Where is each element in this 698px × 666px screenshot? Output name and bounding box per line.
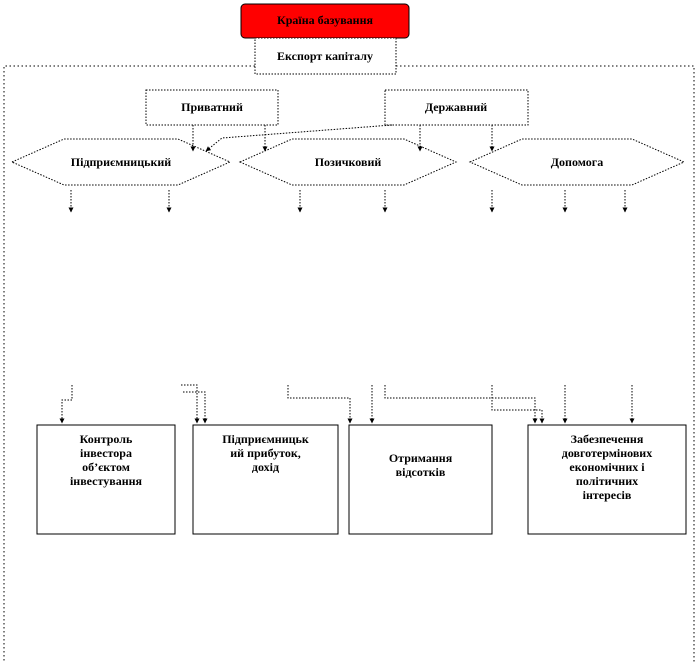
source-state-label: Державний bbox=[425, 100, 487, 114]
goal-strategic-line: інтересів bbox=[582, 488, 632, 502]
goal-control-text: Контроль інвестора об’єктом інвестування bbox=[37, 432, 175, 488]
goal-control-line: інвестора bbox=[80, 446, 132, 460]
form-entrepreneurial-hex bbox=[10, 138, 232, 186]
source-arrows bbox=[190, 124, 495, 152]
goal-strategic-line: Забезпечення bbox=[570, 432, 644, 446]
goal-interest-line: Отримання bbox=[388, 451, 453, 465]
goal-interest-box bbox=[348, 424, 493, 535]
goal-control-box bbox=[36, 424, 176, 535]
form-aid-label: Допомога bbox=[551, 155, 603, 169]
goal-interest-text: Отримання відсотків bbox=[349, 451, 492, 479]
form-down-arrows bbox=[68, 190, 628, 213]
goal-control-line: Контроль bbox=[79, 432, 133, 446]
goal-profit-text: Підприємницьк ий прибуток, дохід bbox=[193, 432, 338, 474]
goal-interest-line: відсотків bbox=[395, 465, 446, 479]
export-box bbox=[254, 37, 397, 75]
goal-profit-box bbox=[192, 424, 339, 535]
form-aid-hex bbox=[468, 138, 686, 186]
goal-arrows bbox=[59, 384, 635, 424]
country-label: Країна базування bbox=[277, 13, 374, 27]
export-label: Експорт капіталу bbox=[277, 49, 373, 63]
goal-strategic-line: економічних і bbox=[569, 460, 645, 474]
goal-strategic-text: Забезпечення довготермінових економічних… bbox=[528, 432, 686, 502]
form-loan-label: Позичковий bbox=[315, 155, 382, 169]
goal-profit-line: Підприємницьк bbox=[222, 432, 309, 446]
goal-control-line: інвестування bbox=[69, 474, 143, 488]
goal-control-line: об’єктом bbox=[82, 460, 130, 474]
goal-profit-line: дохід bbox=[251, 460, 280, 474]
goal-strategic-line: політичних bbox=[575, 474, 639, 488]
source-private-box bbox=[145, 89, 279, 126]
outer-dotted-frame bbox=[3, 65, 695, 662]
form-loan-hex bbox=[238, 138, 458, 186]
goal-profit-line: ий прибуток, bbox=[230, 446, 301, 460]
source-state-box bbox=[384, 89, 529, 126]
goal-strategic-box bbox=[527, 424, 687, 535]
goal-strategic-line: довготермінових bbox=[561, 446, 653, 460]
form-entrepreneurial-label: Підприємницький bbox=[71, 155, 172, 169]
source-private-label: Приватний bbox=[181, 100, 243, 114]
